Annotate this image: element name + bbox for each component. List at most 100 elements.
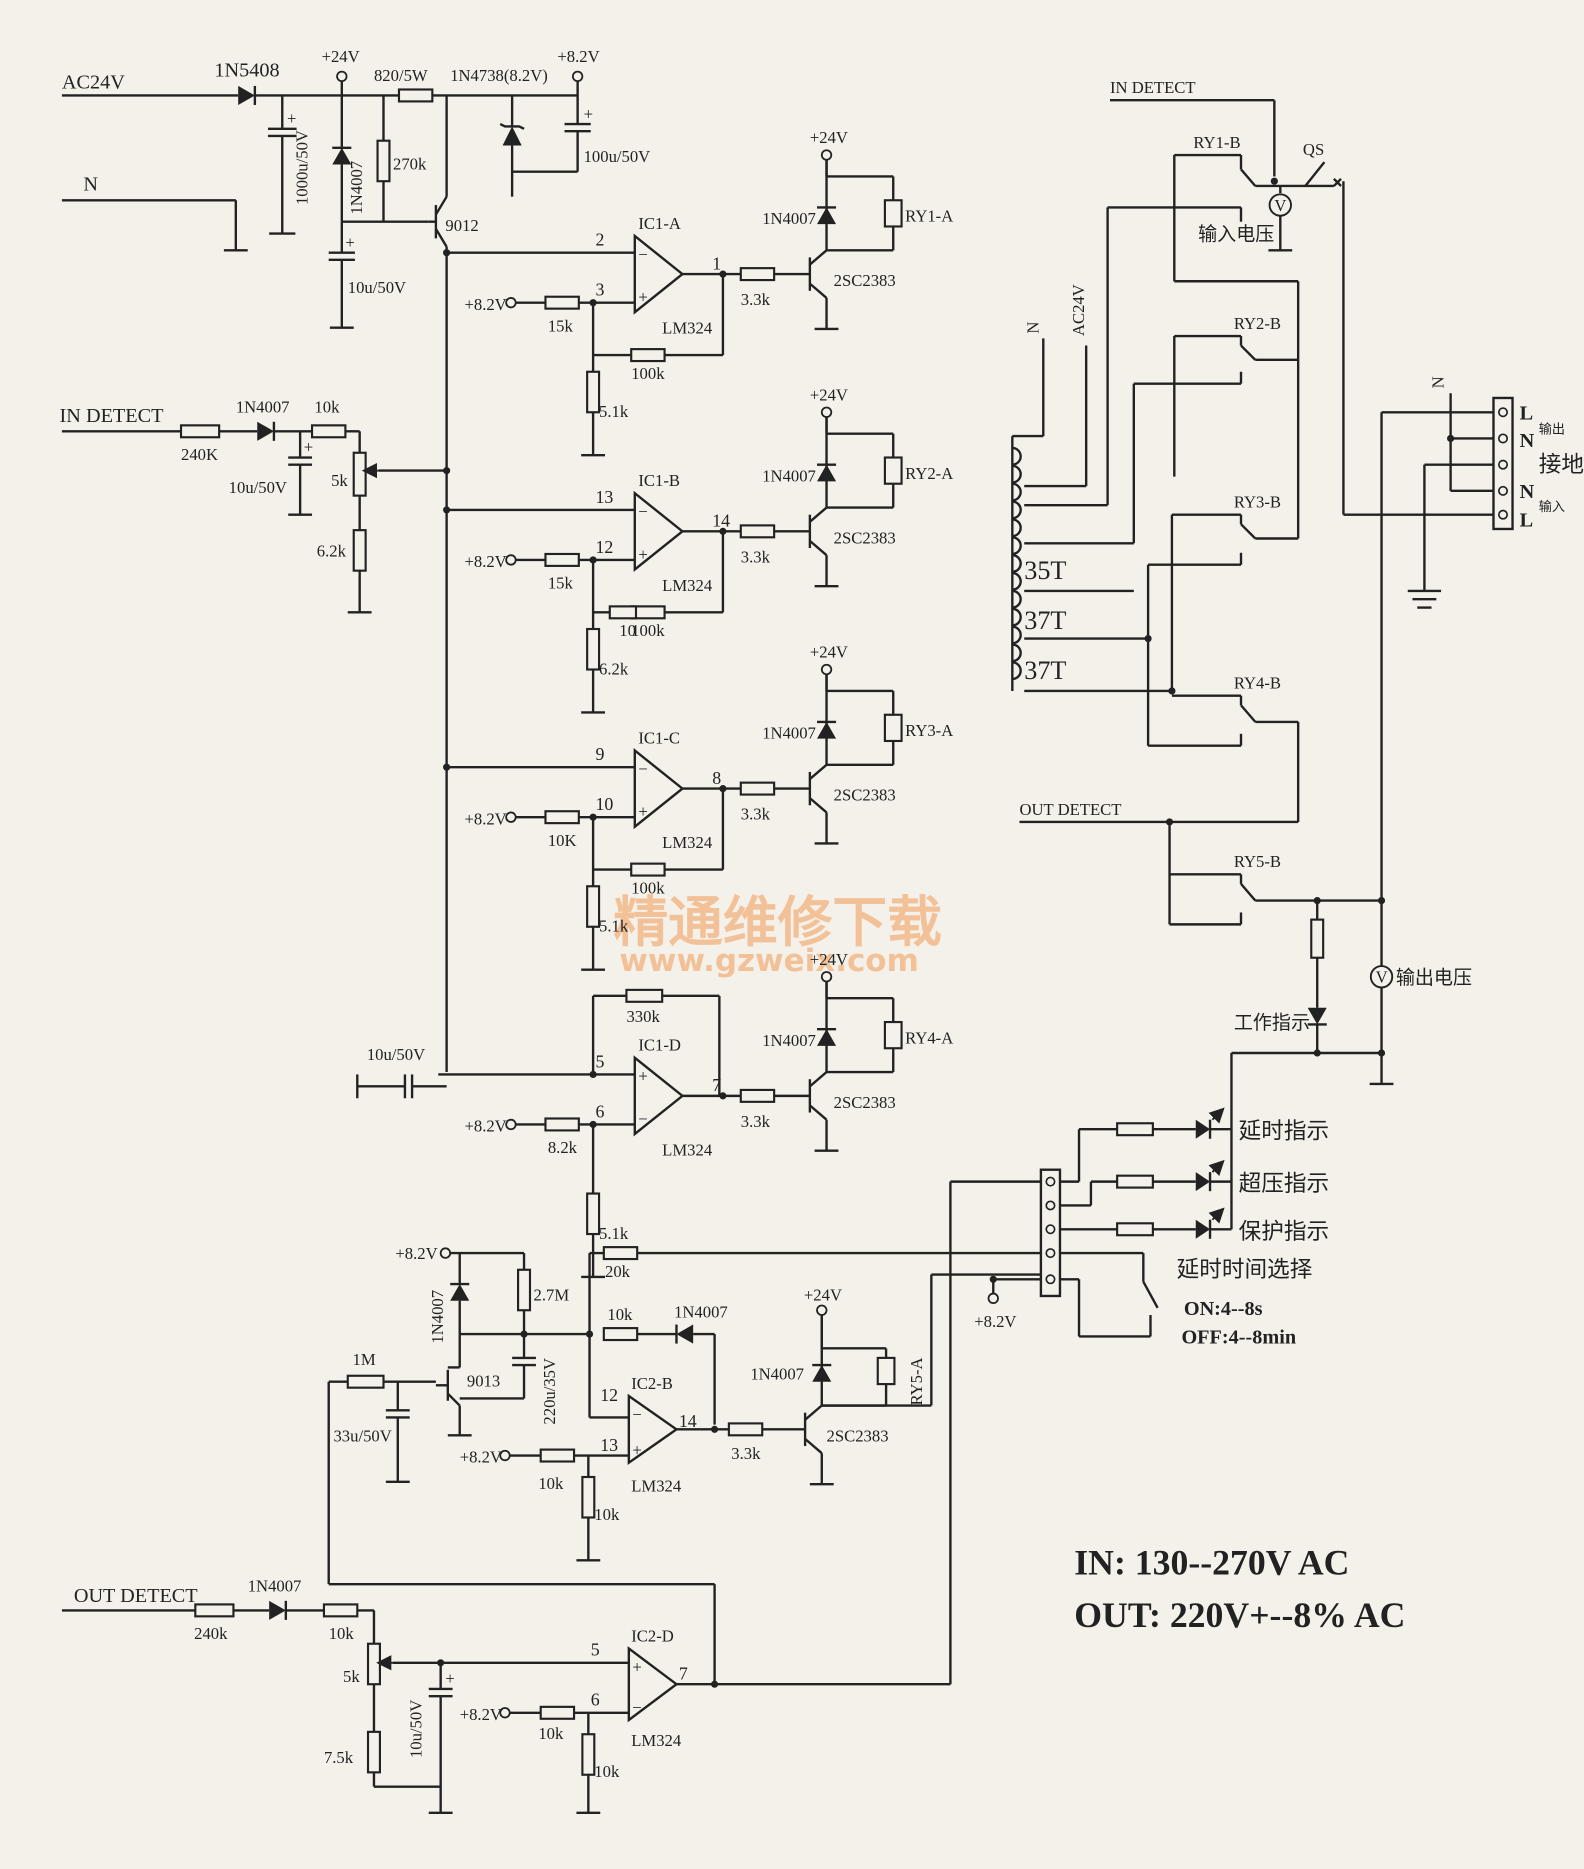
label-ic2b: IC2-B: [631, 1374, 673, 1393]
label-diode: 1N4007: [762, 1031, 816, 1050]
label-270k: 270k: [393, 154, 427, 173]
label-d-1n4007-supply: 1N4007: [347, 161, 366, 215]
label-plus82v-delay: +8.2V: [395, 1244, 437, 1263]
label-r-gnd: 6.2k: [599, 659, 629, 678]
label-in-detect-top: IN DETECT: [1110, 78, 1196, 97]
label-ic2d-pin6: 6: [591, 1690, 600, 1710]
svg-text:+: +: [638, 288, 647, 307]
label-protect-indicator: 保护指示: [1239, 1219, 1329, 1245]
label-qs: QS: [1303, 140, 1324, 159]
svg-text:−: −: [638, 502, 647, 521]
label-ry4b: RY4-B: [1234, 674, 1281, 693]
label-terminal-l1: L: [1520, 402, 1533, 424]
label-10u-in: 10u/50V: [229, 478, 287, 497]
label-ic-name: IC1-C: [638, 728, 680, 747]
label-lm324: LM324: [662, 1140, 713, 1159]
label-r-base: 3.3k: [741, 1112, 771, 1131]
label-c10u-supply: 10u/50V: [348, 278, 406, 297]
comparator-block-3: −+IC1-CLM3249+8.2V10K105.1k100k83.3k2SC2…: [443, 643, 953, 971]
label-ic2b-pin13: 13: [600, 1435, 618, 1455]
delay-section: +8.2V 1N4007 2.7M 220u/35V 9013 1M: [327, 1244, 1049, 1687]
svg-text:+: +: [632, 1441, 641, 1460]
label-relay: RY3-A: [905, 721, 953, 740]
transformer-coil: [1012, 446, 1022, 681]
label-r-gnd: 5.1k: [599, 917, 629, 936]
led-over: [1116, 1159, 1232, 1192]
label-terminal-n2: N: [1520, 481, 1535, 503]
svg-text:+: +: [632, 1657, 641, 1676]
label-terminal-n1: N: [1520, 430, 1535, 452]
label-r-base: 3.3k: [741, 547, 771, 566]
label-cap: 10u/50V: [367, 1045, 425, 1064]
svg-text:+: +: [638, 545, 647, 564]
label-10k-ic2d-gnd: 10k: [594, 1762, 620, 1781]
label-tap-37t-2: 37T: [1024, 656, 1066, 685]
label-2sc2383-ic2b: 2SC2383: [827, 1426, 889, 1445]
label-plus82v-ic2d: +8.2V: [460, 1705, 502, 1724]
label-ry5b: RY5-B: [1234, 852, 1281, 871]
label-pot-5k-in: 5k: [331, 471, 348, 490]
label-r-base: 3.3k: [741, 290, 771, 309]
label-ac24v-transformer: AC24V: [1069, 284, 1088, 336]
label-plus82v: +8.2V: [464, 295, 506, 314]
indicator-section: +8.2V 延时时间选择 ON:4--8s OFF:4--8min 延时指示: [974, 1053, 1329, 1349]
label-n-terminal: N: [1428, 376, 1447, 388]
label-n-transformer: N: [1024, 322, 1043, 334]
svg-text:+: +: [584, 104, 593, 123]
label-20k: 20k: [605, 1262, 631, 1281]
label-transistor: 2SC2383: [834, 271, 896, 290]
label-tap-35t: 35T: [1024, 556, 1066, 585]
svg-text:−: −: [638, 245, 647, 264]
label-ic-name: IC1-B: [638, 471, 680, 490]
label-plus82v: +8.2V: [464, 552, 506, 571]
label-r-fb: 330k: [626, 1007, 660, 1026]
label-r-in: 15k: [548, 574, 574, 593]
label-out-detect: OUT DETECT: [74, 1585, 198, 1607]
svg-text:+: +: [638, 1067, 647, 1086]
label-ry2b: RY2-B: [1234, 314, 1281, 333]
label-c1000u: 1000u/50V: [292, 130, 311, 205]
label-diode: 1N4007: [762, 209, 816, 228]
label-ry3b: RY3-B: [1234, 493, 1281, 512]
label-pin-lower: 10: [595, 794, 613, 814]
label-tap-37t-1: 37T: [1024, 606, 1066, 635]
label-10k-ic2d-in: 10k: [538, 1724, 564, 1743]
label-output-voltage: 输出电压: [1396, 967, 1472, 989]
label-240k-out: 240k: [194, 1624, 228, 1643]
label-10k-in: 10k: [314, 397, 340, 416]
label-terminal-out: 输出: [1539, 422, 1565, 438]
label-lm324-ic2b: LM324: [631, 1476, 682, 1495]
label-delay-select: 延时时间选择: [1177, 1257, 1313, 1283]
label-10k-fb: 10k: [607, 1305, 633, 1324]
label-lm324: LM324: [662, 319, 713, 338]
label-plus24v-ic2b: +24V: [804, 1286, 842, 1305]
label-input-voltage: 输入电压: [1198, 224, 1274, 246]
label-1n4738: 1N4738(8.2V): [450, 66, 548, 85]
label-r-in: 10K: [548, 831, 577, 850]
label-plus24v: +24V: [810, 385, 848, 404]
label-plus82v-conn: +8.2V: [974, 1312, 1016, 1331]
comparator-block-2: −+IC1-BLM32413+8.2V15k126.2k100k10143.3k…: [443, 385, 953, 714]
label-pin-out: 7: [712, 1075, 721, 1095]
label-10k-out: 10k: [329, 1624, 355, 1643]
label-1n5408: 1N5408: [214, 59, 279, 81]
svg-text:−: −: [638, 759, 647, 778]
label-pin-out: 14: [712, 511, 730, 531]
label-v-in: V: [1274, 196, 1286, 215]
label-9012: 9012: [445, 216, 478, 235]
label-1n4007-in: 1N4007: [236, 397, 290, 416]
label-r-fb2: 10: [619, 621, 636, 640]
label-pin-out: 8: [712, 768, 721, 788]
label-1m: 1M: [353, 1350, 376, 1369]
svg-text:+: +: [638, 802, 647, 821]
label-3-3k-ic2b: 3.3k: [731, 1444, 761, 1463]
label-plus82v: +8.2V: [464, 1117, 506, 1136]
label-transistor: 2SC2383: [834, 528, 896, 547]
label-work-indicator: 工作指示: [1234, 1012, 1310, 1034]
label-ic2d: IC2-D: [631, 1626, 674, 1645]
svg-text:+: +: [445, 1669, 454, 1688]
label-ac24v: AC24V: [62, 71, 125, 93]
label-plus24v: +24V: [810, 643, 848, 662]
label-r-base: 3.3k: [741, 805, 771, 824]
